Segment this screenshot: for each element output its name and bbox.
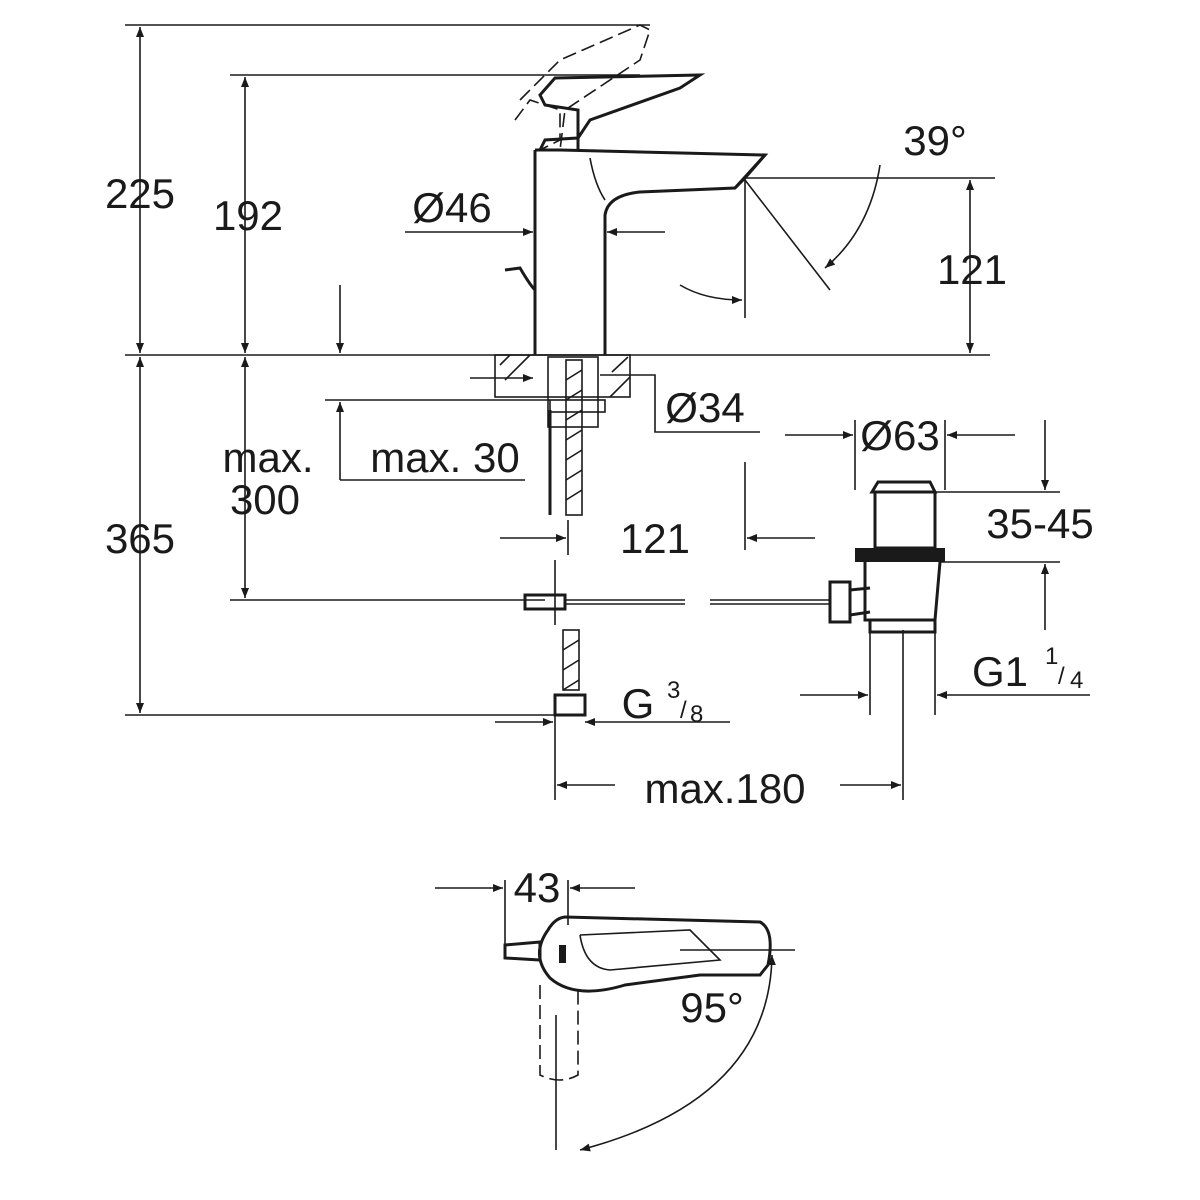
dimension-arrows [136, 27, 1090, 789]
label-g1-num: 1 [1045, 643, 1058, 670]
label-max: max. [222, 434, 313, 481]
faucet-top-view [435, 880, 795, 1152]
label-g-slash: / [680, 697, 687, 724]
label-angle-95: 95° [680, 984, 744, 1031]
label-g1-slash: / [1058, 663, 1065, 690]
label-diameter-63: Ø63 [860, 412, 939, 459]
label-height-225: 225 [105, 170, 175, 217]
extension-lines [125, 24, 1060, 800]
label-height-192: 192 [213, 192, 283, 239]
label-reach-121: 121 [620, 515, 690, 562]
label-angle-39: 39° [903, 117, 967, 164]
label-g-den: 8 [690, 701, 703, 728]
label-g1-prefix: G1 [972, 648, 1028, 695]
faucet-side-view [494, 24, 945, 717]
dimension-labels: 225 192 Ø46 39° 121 Ø34 max. 30 max. 300… [105, 117, 1094, 1031]
label-range-35-45: 35-45 [986, 500, 1093, 547]
label-g-num: 3 [667, 677, 680, 704]
label-diameter-34: Ø34 [665, 384, 744, 431]
label-g1-den: 4 [1070, 667, 1083, 694]
label-300: 300 [230, 476, 300, 523]
label-max-30: max. 30 [370, 434, 519, 481]
label-max-180: max.180 [644, 765, 805, 812]
label-offset-43: 43 [514, 864, 561, 911]
label-g-prefix: G [622, 680, 655, 727]
label-spout-height-121: 121 [937, 246, 1007, 293]
label-height-365: 365 [105, 515, 175, 562]
label-diameter-46: Ø46 [412, 184, 491, 231]
